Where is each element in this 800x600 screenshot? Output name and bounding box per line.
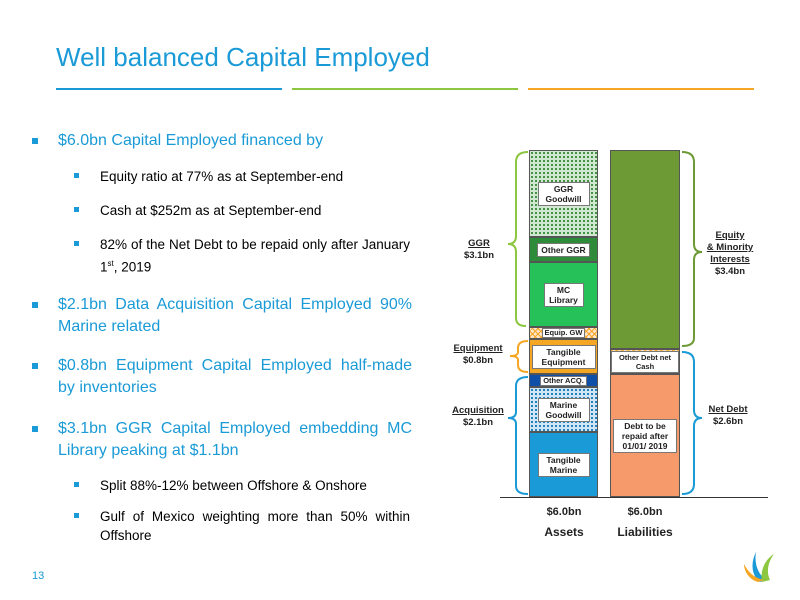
segment-label: Other Debt net Cash: [611, 350, 679, 373]
chart-baseline: [500, 497, 768, 498]
bullet-square-icon: [74, 207, 79, 212]
title-rule-green: [292, 88, 518, 90]
segment-label: GGR Goodwill: [537, 181, 590, 206]
bar-segment-mc-library: MC Library: [529, 262, 598, 327]
segment-label: Equip. GW: [541, 328, 586, 338]
bullet-square-icon: [74, 482, 79, 487]
bullet-square-icon: [74, 173, 79, 178]
brace-equity: [681, 151, 703, 347]
bar-segment-marine-goodwill: Marine Goodwill: [529, 387, 598, 432]
segment-label: Debt to be repaid after 01/01/ 2019: [613, 418, 677, 453]
segment-label: Tangible Equipment: [531, 344, 596, 369]
bar-segment-other-debt: Other Debt net Cash: [610, 349, 680, 374]
bar-segment-equip-gw: Equip. GW: [529, 327, 598, 339]
brace-acquisition: [507, 376, 529, 495]
group-label-ggr: GGR$3.1bn: [463, 238, 495, 261]
sub-bullet-cash: Cash at $252m as at September-end: [74, 201, 410, 221]
bullet-square-icon: [32, 302, 38, 308]
segment-label: MC Library: [543, 282, 584, 307]
brace-equipment: [509, 340, 529, 373]
bar-segment-debt-after-2019: Debt to be repaid after 01/01/ 2019: [610, 374, 680, 497]
bullet-square-icon: [74, 241, 79, 246]
ordinal-suffix: st: [107, 259, 114, 268]
sub-bullet-gulf-of-mexico: Gulf of Mexico weighting more than 50% w…: [74, 507, 410, 547]
axis-label-liabilities: Liabilities: [617, 525, 673, 539]
title-rule-orange: [528, 88, 754, 90]
group-label-acquisition: Acquisition$2.1bn: [452, 405, 504, 428]
bar-segment-other-acq: Other ACQ.: [529, 374, 598, 387]
sub-bullet-split: Split 88%-12% between Offshore & Onshore: [74, 476, 410, 496]
bullet-square-icon: [74, 513, 79, 518]
brace-ggr: [507, 151, 529, 327]
total-assets: $6.0bn: [546, 506, 582, 518]
segment-label: Marine Goodwill: [537, 397, 590, 422]
bullet-square-icon: [32, 138, 38, 144]
brace-net-debt: [681, 351, 703, 495]
segment-label: Other ACQ.: [540, 375, 587, 386]
bar-segment-other-ggr: Other GGR: [529, 237, 598, 262]
segment-label: Other GGR: [537, 242, 590, 257]
bullet-data-acquisition: $2.1bn Data Acquisition Capital Employed…: [32, 294, 412, 340]
bullet-square-icon: [32, 363, 38, 369]
sub-bullet-net-debt: 82% of the Net Debt to be repaid only af…: [74, 235, 410, 275]
total-liabilities: $6.0bn: [627, 506, 663, 518]
page-number: 13: [32, 570, 45, 582]
company-logo-icon: [744, 552, 774, 582]
sub-bullet-equity-ratio: Equity ratio at 77% as at September-end: [74, 167, 410, 187]
bullet-equipment: $0.8bn Equipment Capital Employed half-m…: [32, 355, 412, 401]
net-debt-text: 82% of the Net Debt to be repaid only af…: [100, 237, 410, 275]
title-rule-blue: [56, 88, 282, 90]
axis-label-assets: Assets: [544, 525, 584, 539]
bar-segment-tangible-equipment: Tangible Equipment: [529, 339, 598, 374]
group-label-net-debt: Net Debt$2.6bn: [708, 404, 748, 427]
bar-segment-equity: [610, 150, 680, 349]
page-title: Well balanced Capital Employed: [56, 42, 430, 72]
bar-segment-tangible-marine: Tangible Marine: [529, 432, 598, 497]
bullet-square-icon: [32, 426, 38, 432]
bullet-ggr: $3.1bn GGR Capital Employed embedding MC…: [32, 418, 412, 464]
segment-label: Tangible Marine: [537, 452, 590, 477]
net-debt-year: , 2019: [113, 259, 152, 275]
group-label-equipment: Equipment$0.8bn: [453, 343, 503, 366]
bar-segment-ggr-goodwill: GGR Goodwill: [529, 150, 598, 237]
bullet-capital-employed: $6.0bn Capital Employed financed by: [32, 130, 412, 154]
